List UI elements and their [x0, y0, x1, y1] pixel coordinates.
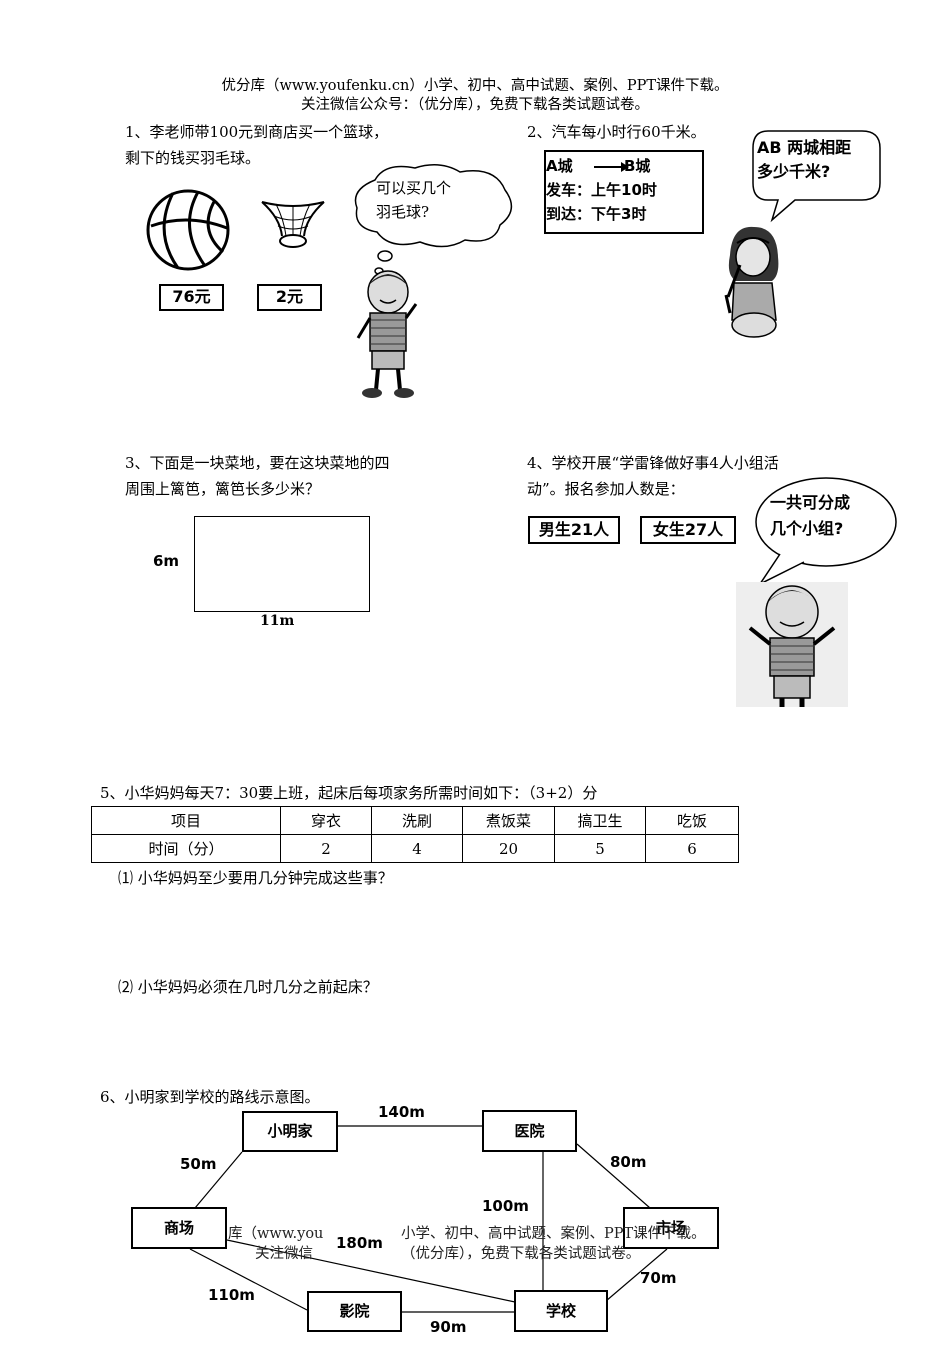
speech-bubble-icon	[752, 130, 881, 223]
edge-label-home-mall: 50m	[180, 1155, 217, 1173]
q4-bubble-line-1: 一共可分成	[770, 493, 851, 512]
edge-label-market-school: 70m	[640, 1269, 677, 1287]
q1-bubble-line-1: 可以买几个	[376, 179, 452, 197]
plot-width-label: 11m	[260, 613, 295, 629]
table-row-header: 项目 穿衣 洗刷 煮饭菜 搞卫生 吃饭	[90, 806, 739, 835]
table-cell: 4	[371, 834, 464, 863]
boy-shrugging-icon	[736, 582, 848, 707]
edge-label-home-hospital: 140m	[378, 1103, 425, 1121]
watermark-line-1-left: 库（www.you	[228, 1226, 324, 1242]
table-cell: 2	[280, 834, 373, 863]
q2-depart: 发车：上午10时	[546, 181, 657, 199]
node-school: 学校	[514, 1290, 608, 1332]
q1-text-line-2: 剩下的钱买羽毛球。	[125, 149, 261, 167]
node-hospital: 医院	[482, 1110, 577, 1152]
plot-height-label: 6m	[153, 552, 180, 570]
q3-text-line-1: 3、下面是一块菜地，要在这块菜地的四	[125, 454, 390, 472]
q5-sub-question-2: ⑵ 小华妈妈必须在几时几分之前起床？	[118, 978, 378, 996]
watermark-line-1-right: 小学、初中、高中试题、案例、PPT课件下载。	[401, 1226, 706, 1242]
table-row-values: 时间（分） 2 4 20 5 6	[90, 834, 739, 863]
q2-arrive: 到达：下午3时	[546, 205, 647, 223]
speech-bubble-round-icon	[755, 477, 897, 586]
boy-thinking-icon	[356, 270, 418, 398]
node-market: 市场	[623, 1207, 719, 1249]
q4-bubble-line-2: 几个小组?	[770, 519, 844, 538]
arrow-right-icon	[594, 162, 629, 172]
watermark-line-2-left: 关注微信	[255, 1246, 313, 1262]
table-header-cell: 煮饭菜	[462, 806, 556, 835]
shuttlecock-icon	[261, 201, 325, 248]
edge-label-mall-school: 180m	[336, 1234, 383, 1252]
q4-text-line-1: 4、学校开展“学雷锋做好事4人小组活	[527, 454, 779, 472]
q2-text-line-1: 2、汽车每小时行60千米。	[527, 123, 706, 141]
q1-text-line-1: 1、李老师带100元到商店买一个篮球，	[125, 123, 389, 141]
shuttlecock-price: 2元	[257, 284, 322, 311]
watermark-line-2-right: （优分库），免费下载各类试题试卷。	[401, 1246, 641, 1262]
q2-city-b: B城	[624, 157, 651, 175]
q5-text-line-1: 5、小华妈妈每天7：30要上班，起床后每项家务所需时间如下：（3+2）分	[100, 784, 598, 802]
edge-label-hospital-market: 80m	[610, 1153, 647, 1171]
header-line-1: 优分库（www.youfenku.cn）小学、初中、高中试题、案例、PPT课件下…	[221, 78, 729, 94]
edge-label-mall-cinema: 110m	[208, 1286, 255, 1304]
header-line-2: 关注微信公众号：（优分库），免费下载各类试题试卷。	[301, 97, 649, 113]
vegetable-plot-rectangle	[194, 516, 370, 612]
q5-sub-question-1: ⑴ 小华妈妈至少要用几分钟完成这些事？	[118, 869, 393, 887]
table-cell: 20	[462, 834, 556, 863]
edge-label-cinema-school: 90m	[430, 1318, 467, 1336]
girl-thinking-icon	[724, 226, 779, 338]
q6-text-line-1: 6、小明家到学校的路线示意图。	[100, 1088, 320, 1106]
basketball-price: 76元	[159, 284, 224, 311]
node-home: 小明家	[242, 1111, 338, 1152]
table-header-cell: 搞卫生	[554, 806, 647, 835]
node-mall: 商场	[131, 1207, 227, 1249]
q2-info-box: A城 B城 发车：上午10时 到达：下午3时	[544, 150, 704, 234]
table-cell: 6	[645, 834, 739, 863]
q2-bubble-line-2: 多少千米?	[757, 162, 831, 181]
q4-text-line-2: 动”。报名参加人数是：	[527, 480, 685, 498]
edge-label-hospital-school: 100m	[482, 1197, 529, 1215]
q2-city-a: A城	[546, 157, 573, 175]
table-cell: 时间（分）	[90, 834, 282, 863]
node-cinema: 影院	[307, 1291, 402, 1332]
basketball-icon	[146, 189, 230, 271]
q3-text-line-2: 周围上篱笆，篱笆长多少米？	[125, 480, 321, 498]
thought-bubble-icon	[354, 164, 513, 275]
boys-count-box: 男生21人	[528, 516, 620, 544]
girls-count-box: 女生27人	[640, 516, 736, 544]
q1-bubble-line-2: 羽毛球?	[376, 203, 430, 221]
q2-bubble-line-1: AB 两城相距	[757, 138, 852, 157]
chores-time-table: 项目 穿衣 洗刷 煮饭菜 搞卫生 吃饭 时间（分） 2 4 20 5 6	[90, 806, 739, 863]
